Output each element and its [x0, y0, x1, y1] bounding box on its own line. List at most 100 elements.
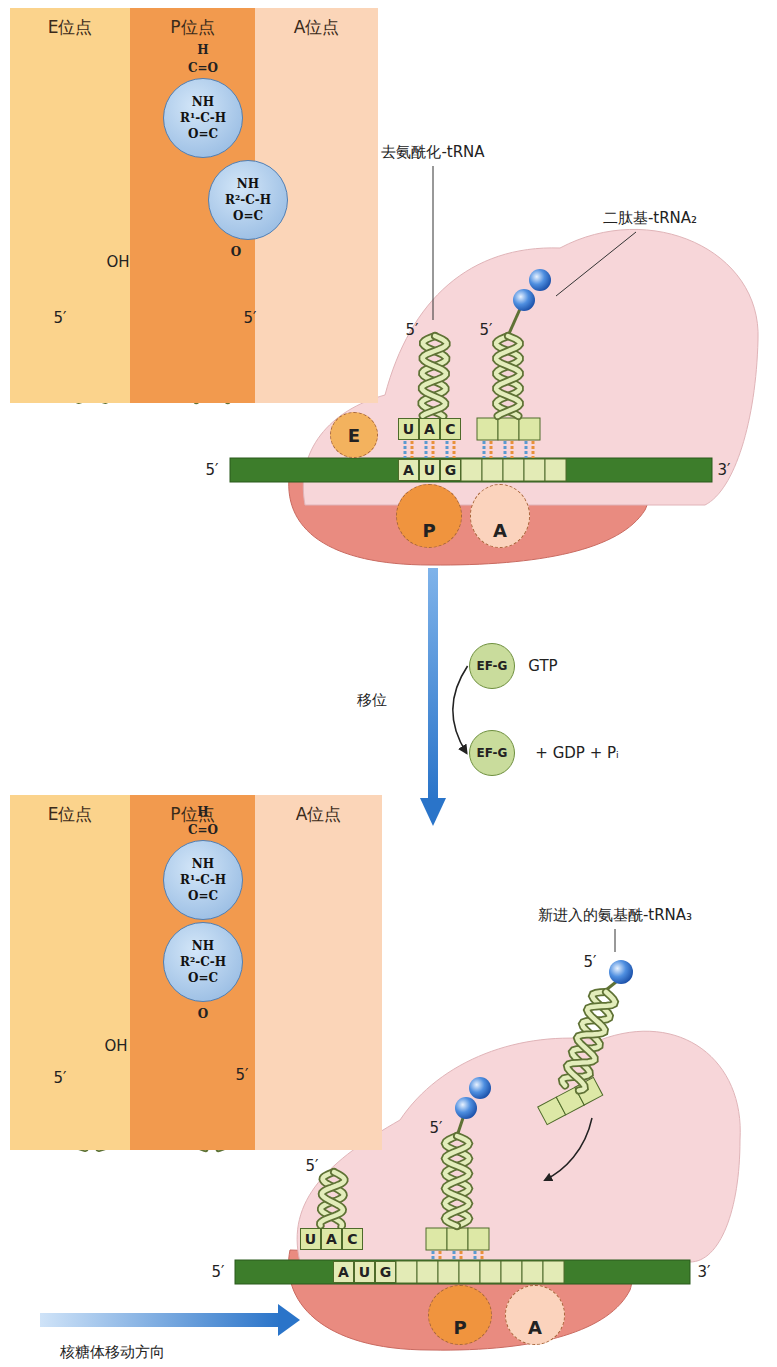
- end-label: 3′: [698, 1263, 711, 1281]
- base-box: G: [375, 1261, 396, 1283]
- node-text: NH: [192, 856, 214, 872]
- ribosome-site: A: [505, 1285, 565, 1345]
- ribosome-site: A: [470, 484, 530, 548]
- base-pair: [432, 1251, 435, 1260]
- ef-g-factor: EF-G: [469, 730, 516, 777]
- node-text: C: [347, 1231, 357, 1247]
- base-box: C: [342, 1228, 363, 1250]
- amino-acid-ball: [513, 289, 535, 311]
- process-arrow: [428, 568, 438, 800]
- node-text: R¹-C-H: [180, 110, 226, 126]
- end-label: 5′: [306, 1157, 319, 1175]
- trna-strand: [445, 1136, 469, 1226]
- trna-strand: [445, 1136, 469, 1226]
- site-name: E位点: [48, 16, 93, 39]
- trna-strand: [320, 1172, 344, 1225]
- leader-line: [556, 232, 636, 296]
- base-pair: [453, 441, 456, 458]
- trna-strand: [445, 1136, 469, 1226]
- node-text: EF-G: [477, 746, 508, 760]
- mrna: [230, 458, 712, 482]
- site-band: A位点: [255, 795, 382, 1150]
- base-box: U: [300, 1228, 321, 1250]
- base-box: [501, 1261, 522, 1283]
- base-pair: [525, 441, 528, 458]
- node-text: U: [403, 421, 414, 437]
- base-pair: [453, 1251, 456, 1260]
- end-label: GTP: [528, 657, 557, 675]
- node-text: EF-G: [477, 659, 508, 673]
- node-text: O=C: [188, 970, 218, 986]
- codon-boxes: [405, 418, 566, 481]
- leader-line: [615, 929, 616, 952]
- trna-strand: [321, 1172, 344, 1227]
- site-band: E位点: [10, 795, 130, 1150]
- amino-acid-ball: [529, 269, 551, 291]
- node-text: A: [528, 1317, 542, 1338]
- end-label: 5′: [206, 461, 219, 479]
- node-text: O=C: [188, 126, 218, 142]
- movement-arrow-head: [278, 1304, 300, 1336]
- base-box: A: [419, 418, 440, 440]
- node-text: O=C: [188, 888, 218, 904]
- base-pair: [532, 441, 535, 458]
- base-box: [543, 1261, 564, 1283]
- node-text: G: [445, 462, 457, 478]
- base-box: U: [354, 1261, 375, 1283]
- amino-acid-residue: NHR¹-C-HO=C: [163, 840, 243, 920]
- amino-acid-ball: [469, 1077, 491, 1099]
- trna-strand: [496, 336, 520, 416]
- base-pair: [504, 441, 507, 458]
- trna-strand: [320, 1172, 344, 1225]
- node-text: U: [424, 462, 435, 478]
- node-text: E: [348, 425, 360, 446]
- base-box: A: [321, 1228, 342, 1250]
- base-pair: [439, 1251, 442, 1260]
- node-text: P: [453, 1317, 466, 1338]
- base-box: G: [440, 459, 461, 481]
- process-arrow-head: [420, 798, 446, 826]
- codon-boxes: [396, 1228, 564, 1283]
- node-text: O=C: [233, 208, 263, 224]
- base-box: [461, 459, 482, 481]
- node-text: A: [403, 462, 414, 478]
- base-box: [477, 418, 498, 440]
- trna-strand: [445, 1136, 469, 1226]
- node-text: A: [326, 1231, 337, 1247]
- site-name: P位点: [170, 803, 214, 826]
- base-box: [545, 459, 566, 481]
- trna-strand: [496, 336, 520, 416]
- leader-line: [433, 166, 434, 320]
- trna-strand: [422, 336, 447, 416]
- base-pair: [411, 441, 414, 458]
- trna-strand: [496, 336, 520, 416]
- mrna: [235, 1260, 690, 1284]
- reaction-arrow: [453, 666, 468, 753]
- node-text: R²-C-H: [225, 192, 271, 208]
- end-label: 5′: [480, 321, 493, 339]
- trna-molecules: [74, 270, 615, 1227]
- base-pair: [460, 1251, 463, 1260]
- base-pair: [483, 441, 486, 458]
- base-box: [417, 1261, 438, 1283]
- node-text: A: [338, 1264, 349, 1280]
- amino-acid-ball: [455, 1097, 477, 1119]
- node-text: U: [305, 1231, 316, 1247]
- base-box: A: [398, 459, 419, 481]
- anticodon-boxes: [538, 1077, 603, 1124]
- base-pair: [511, 441, 514, 458]
- base-box: [524, 459, 545, 481]
- site-name: A位点: [294, 16, 340, 39]
- node-text: U: [359, 1264, 370, 1280]
- base-pair: [404, 441, 407, 458]
- end-label: 5′: [430, 1119, 443, 1137]
- base-pair: [432, 441, 435, 458]
- trna-strand: [422, 336, 447, 416]
- base-box: [438, 1261, 459, 1283]
- node-text: C: [445, 421, 455, 437]
- callout-label: 新进入的氨基酰-tRNA₃: [538, 906, 692, 925]
- end-label: 3′: [718, 461, 731, 479]
- base-box: U: [398, 418, 419, 440]
